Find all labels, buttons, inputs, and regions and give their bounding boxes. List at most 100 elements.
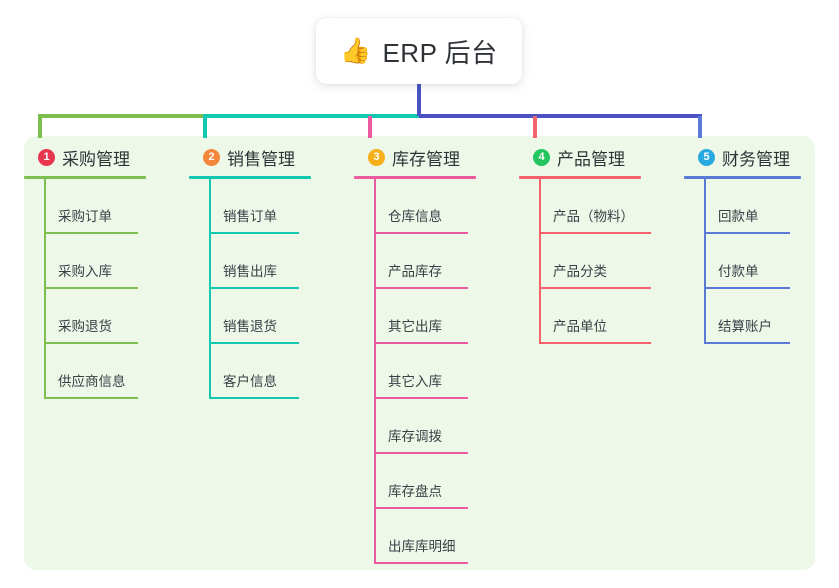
branch-item-label: 客户信息	[223, 374, 277, 389]
branch-item[interactable]: 销售订单	[211, 179, 352, 234]
branch-header-underline	[24, 176, 146, 179]
branch-spine-connector	[209, 179, 211, 399]
branch-item[interactable]: 付款单	[706, 234, 815, 289]
branch-item-underline	[376, 287, 468, 289]
branch-item[interactable]: 回款单	[706, 179, 815, 234]
branch-title: 财务管理	[722, 149, 790, 169]
branch-item-underline	[376, 452, 468, 454]
branch-item[interactable]: 销售退货	[211, 289, 352, 344]
root-title: ERP 后台	[382, 37, 498, 68]
branch-title: 产品管理	[557, 149, 625, 169]
branch-number-badge: 2	[203, 148, 220, 166]
branch-spine-connector	[539, 179, 541, 344]
branch-number-badge: 4	[533, 148, 550, 166]
branch-item-label: 其它出库	[388, 319, 442, 334]
diagram-background-panel	[24, 136, 815, 570]
branch-item-label: 其它入库	[388, 374, 442, 389]
branch-header-5[interactable]: 5 财务管理	[684, 142, 815, 172]
branch-item-underline	[706, 342, 790, 344]
branch-item-label: 采购入库	[58, 264, 112, 279]
branch-header-underline	[189, 176, 311, 179]
branch-header-underline	[684, 176, 801, 179]
branch-drop-connector-5	[698, 116, 702, 138]
branch-item-underline	[376, 562, 468, 564]
branch-item[interactable]: 其它出库	[376, 289, 517, 344]
branch-item-underline	[46, 342, 138, 344]
branch-item-underline	[541, 287, 651, 289]
branch-item[interactable]: 采购入库	[46, 234, 187, 289]
branch-header-underline	[519, 176, 641, 179]
branch-header-underline	[354, 176, 476, 179]
branch-item-underline	[706, 287, 790, 289]
branch-item[interactable]: 库存盘点	[376, 454, 517, 509]
branch-spine-connector	[704, 179, 706, 344]
branch-column-5: 5 财务管理回款单付款单结算账户	[684, 142, 815, 344]
branch-item-label: 付款单	[718, 264, 759, 279]
branch-item-list: 仓库信息产品库存其它出库其它入库库存调拨库存盘点出库库明细	[354, 179, 517, 564]
branch-item[interactable]: 产品（物料）	[541, 179, 682, 234]
branch-item-label: 回款单	[718, 209, 759, 224]
branch-item-underline	[211, 232, 299, 234]
branch-item[interactable]: 销售出库	[211, 234, 352, 289]
branch-drop-connector-3	[368, 116, 372, 138]
branch-item-underline	[541, 342, 651, 344]
root-node[interactable]: 👍 ERP 后台	[316, 18, 522, 84]
branch-columns: 1 采购管理采购订单采购入库采购退货供应商信息 2 销售管理销售订单销售出库销售退货客…	[24, 136, 815, 570]
branch-number-badge: 3	[368, 148, 385, 166]
branch-column-4: 4 产品管理产品（物料） 产品分类产品单位	[519, 142, 682, 344]
branch-item[interactable]: 采购订单	[46, 179, 187, 234]
branch-item[interactable]: 供应商信息	[46, 344, 187, 399]
branch-item-list: 产品（物料） 产品分类产品单位	[519, 179, 682, 344]
branch-item-label: 销售退货	[223, 319, 277, 334]
branch-item-label: 供应商信息	[58, 374, 126, 389]
branch-item-label: 采购订单	[58, 209, 112, 224]
branch-item[interactable]: 仓库信息	[376, 179, 517, 234]
branch-item-underline	[211, 342, 299, 344]
branch-spine-connector	[44, 179, 46, 399]
branch-header-2[interactable]: 2 销售管理	[189, 142, 352, 172]
branch-spine-connector	[374, 179, 376, 564]
branch-item-underline	[376, 232, 468, 234]
branch-item[interactable]: 产品分类	[541, 234, 682, 289]
branch-item-label: 销售订单	[223, 209, 277, 224]
branch-item[interactable]: 结算账户	[706, 289, 815, 344]
branch-item-underline	[541, 232, 651, 234]
branch-item-label: 采购退货	[58, 319, 112, 334]
branch-drop-connector-4	[533, 116, 537, 138]
branch-number-badge: 1	[38, 148, 55, 166]
branch-item-label: 仓库信息	[388, 209, 442, 224]
branch-item-label: 产品单位	[553, 319, 607, 334]
branch-item[interactable]: 产品单位	[541, 289, 682, 344]
branch-item[interactable]: 其它入库	[376, 344, 517, 399]
bar-segment-green	[38, 114, 205, 118]
branch-title: 销售管理	[227, 149, 295, 169]
branch-item[interactable]: 库存调拨	[376, 399, 517, 454]
branch-item-underline	[46, 287, 138, 289]
branch-item[interactable]: 产品库存	[376, 234, 517, 289]
branch-item-label: 产品库存	[388, 264, 442, 279]
branch-header-4[interactable]: 4 产品管理	[519, 142, 682, 172]
root-stem-connector	[417, 80, 421, 116]
branch-column-1: 1 采购管理采购订单采购入库采购退货供应商信息	[24, 142, 187, 399]
branch-item-underline	[376, 507, 468, 509]
branch-item[interactable]: 出库库明细	[376, 509, 517, 564]
branch-item-list: 回款单付款单结算账户	[684, 179, 815, 344]
branch-item-label: 产品（物料）	[553, 209, 634, 224]
branch-number-badge: 5	[698, 148, 715, 166]
branch-item[interactable]: 客户信息	[211, 344, 352, 399]
branch-item-underline	[211, 287, 299, 289]
branch-item-label: 库存调拨	[388, 429, 442, 444]
branch-item-list: 采购订单采购入库采购退货供应商信息	[24, 179, 187, 399]
branch-title: 采购管理	[62, 149, 130, 169]
branch-item-underline	[376, 397, 468, 399]
branch-header-1[interactable]: 1 采购管理	[24, 142, 187, 172]
branch-drop-connector-1	[38, 116, 42, 138]
branch-item-underline	[46, 397, 138, 399]
branch-column-2: 2 销售管理销售订单销售出库销售退货客户信息	[189, 142, 352, 399]
bar-segment-indigo	[419, 114, 702, 118]
branch-item[interactable]: 采购退货	[46, 289, 187, 344]
branch-item-list: 销售订单销售出库销售退货客户信息	[189, 179, 352, 399]
